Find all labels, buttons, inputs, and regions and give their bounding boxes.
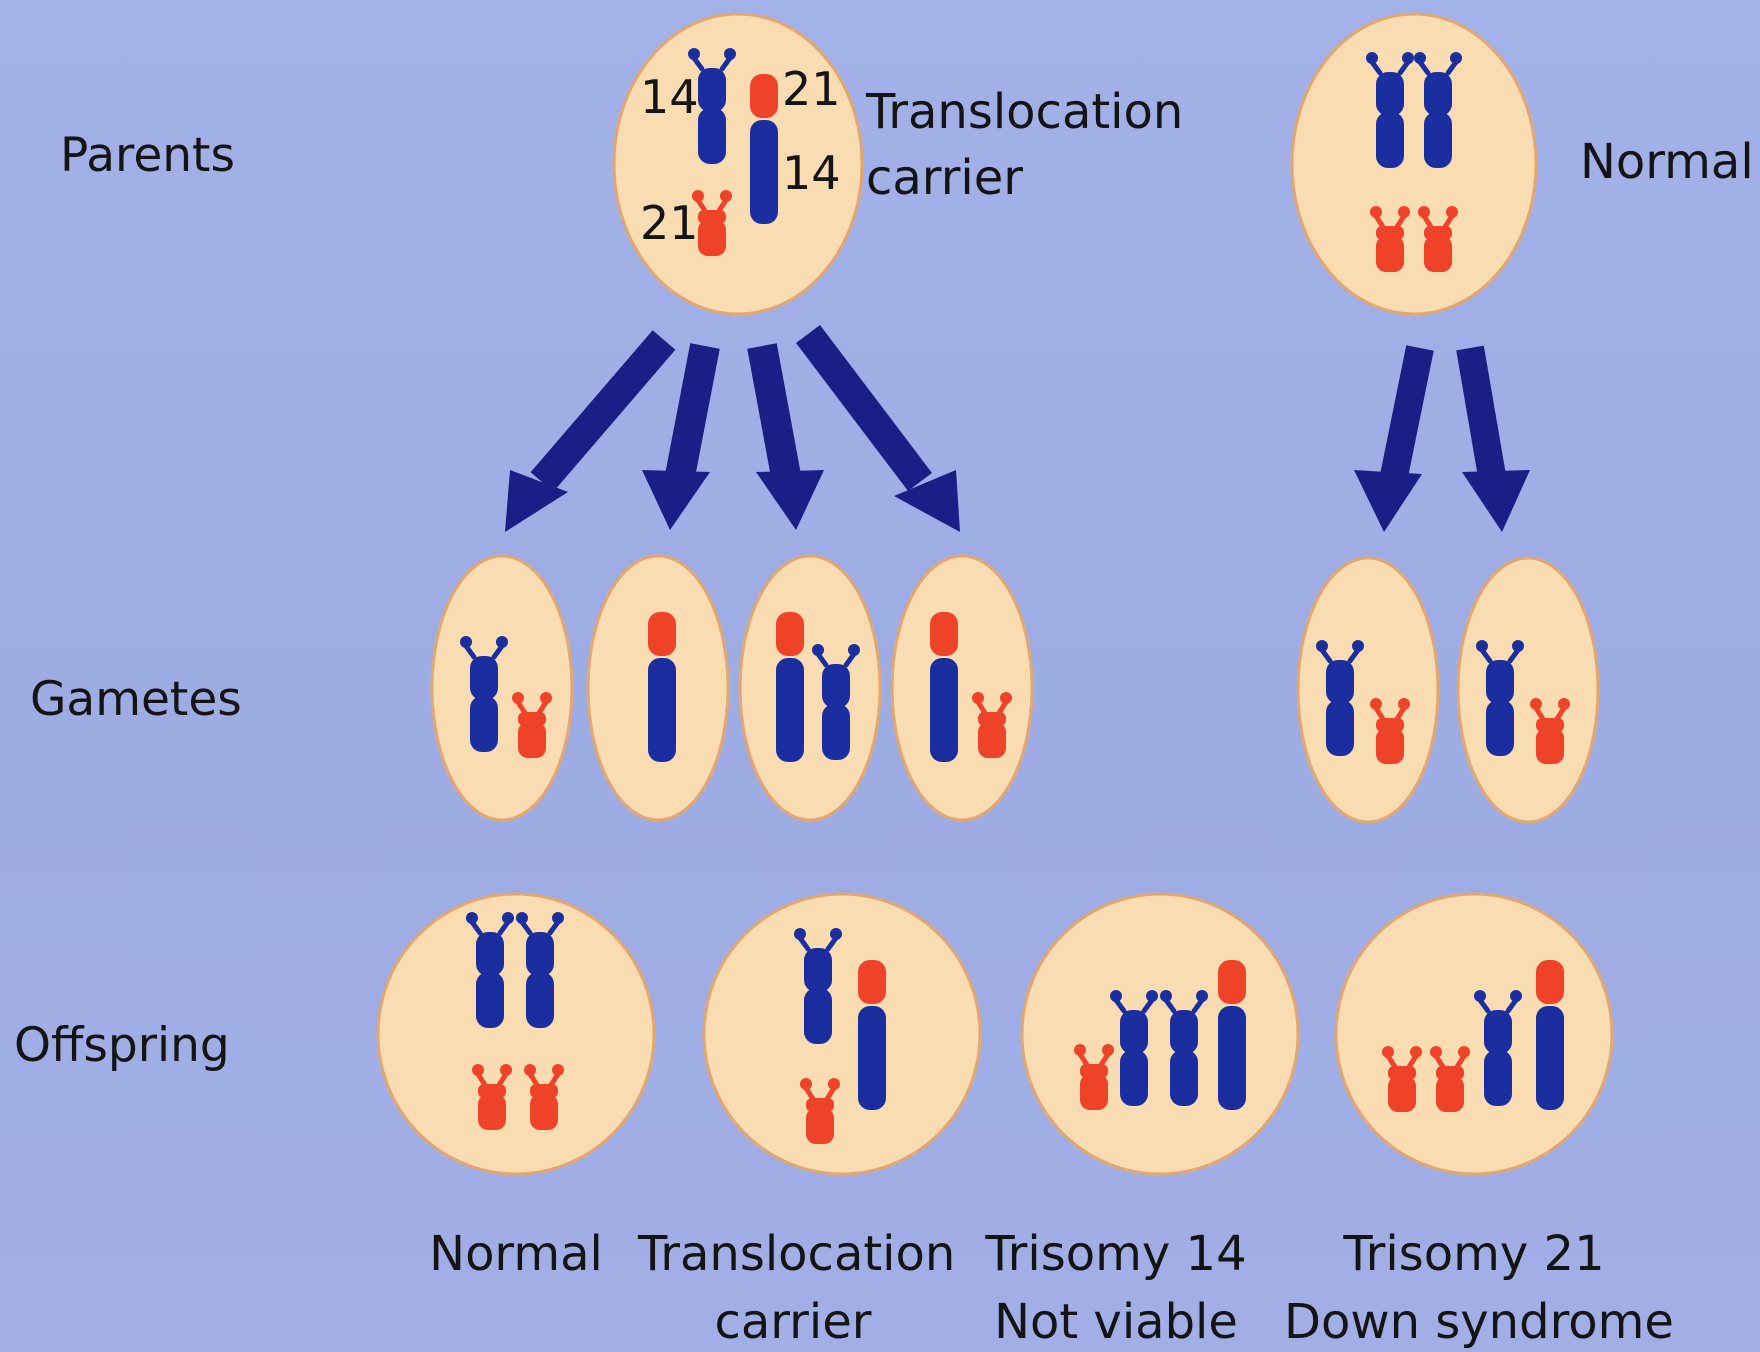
gamete-cell — [588, 556, 728, 820]
parent-normal-cell — [1292, 14, 1536, 314]
chromosome-number-label: 14 — [782, 148, 841, 198]
translocation-chromosome-14-21 — [858, 960, 886, 1110]
meiosis-arrows — [505, 334, 1530, 532]
offspring-label-translocation: Translocation — [638, 1226, 948, 1282]
offspring-label-trisomy-14: Trisomy 14 — [966, 1226, 1266, 1282]
translocation-chromosome-14-21 — [648, 612, 676, 762]
arrow-head — [1462, 470, 1530, 532]
offspring-cell-translocation-carrier — [704, 894, 980, 1174]
translocation-chromosome-14-21 — [1536, 960, 1564, 1110]
offspring-label-normal: Normal — [406, 1226, 626, 1282]
parent-carrier-label-line1: Translocation — [866, 84, 1183, 140]
row-label-gametes: Gametes — [30, 672, 242, 728]
gamete-cell — [1298, 558, 1438, 822]
row-label-offspring: Offspring — [14, 1018, 230, 1074]
chromosome-number-label: 21 — [640, 198, 699, 248]
offspring-label-down-syndrome: Down syndrome — [1284, 1294, 1664, 1350]
translocation-chromosome-14-21 — [776, 612, 804, 762]
translocation-chromosome-14-21 — [930, 612, 958, 762]
gamete-cell — [892, 556, 1032, 820]
offspring-cell-normal — [378, 894, 654, 1174]
offspring-cell-trisomy-21 — [1336, 894, 1612, 1174]
arrow-head — [756, 470, 824, 530]
offspring-label-not-viable: Not viable — [966, 1294, 1266, 1350]
chromosome-number-label: 21 — [782, 64, 841, 114]
offspring-label-carrier: carrier — [638, 1294, 948, 1350]
gamete-cell — [1458, 558, 1598, 822]
gamete-cell — [740, 556, 880, 820]
offspring-label-trisomy-21: Trisomy 21 — [1284, 1226, 1664, 1282]
arrow-head — [1354, 470, 1422, 532]
translocation-chromosome-14-21 — [1218, 960, 1246, 1110]
chromosome-number-label: 14 — [640, 72, 699, 122]
translocation-chromosome-14-21 — [750, 74, 778, 224]
row-label-parents: Parents — [60, 128, 235, 184]
offspring-cell-trisomy-14 — [1022, 894, 1298, 1174]
arrow-head — [642, 470, 710, 530]
gamete-cell — [432, 556, 572, 820]
parent-normal-label: Normal — [1580, 134, 1754, 190]
parent-carrier-label-line2: carrier — [866, 150, 1023, 206]
